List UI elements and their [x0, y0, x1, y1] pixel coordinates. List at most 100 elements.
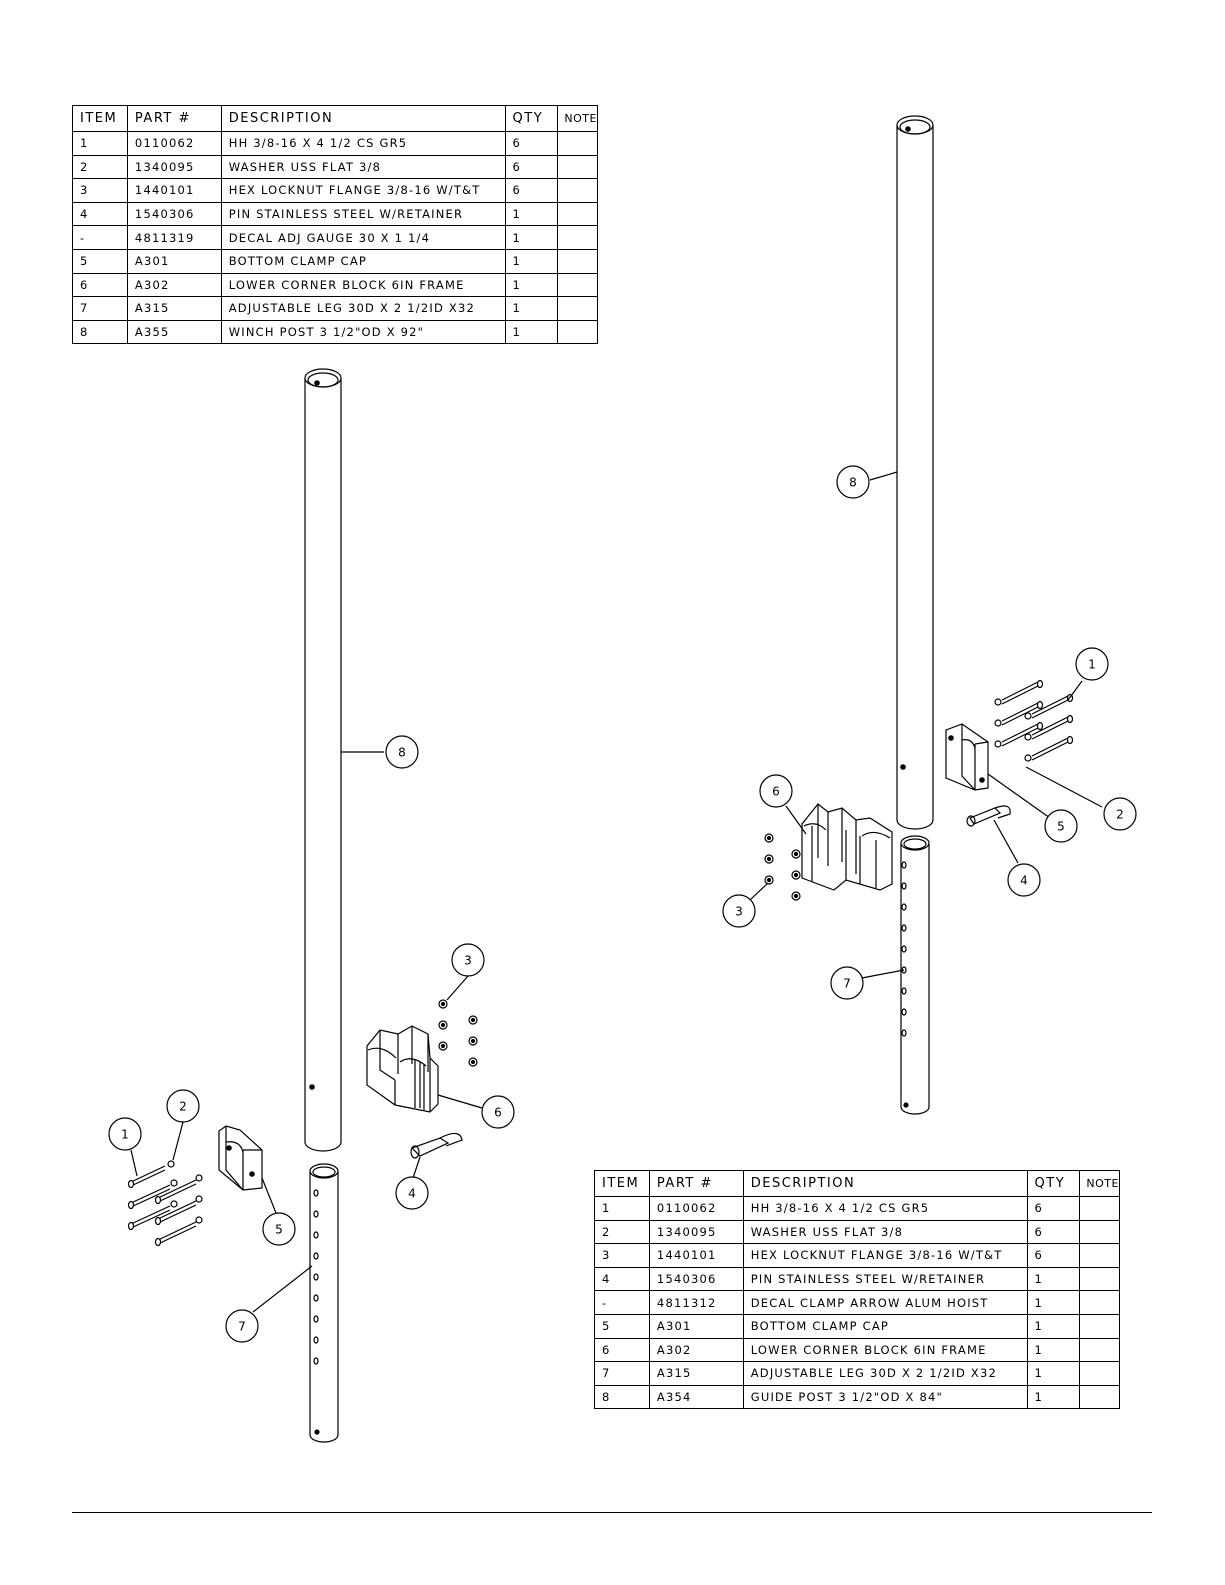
callout-number: 8	[398, 746, 406, 760]
cell-part: A301	[126, 248, 222, 274]
cell-note	[557, 272, 598, 298]
cell-item: 3	[594, 1243, 650, 1268]
cell-item: 1	[72, 131, 128, 156]
winch-post	[304, 368, 342, 1152]
callout-number: 6	[772, 785, 780, 799]
cell-description: PIN STAINLESS STEEL W/RETAINER	[742, 1266, 1028, 1292]
cell-qty: 1	[1026, 1313, 1081, 1339]
cell-description: BOTTOM CLAMP CAP	[220, 248, 506, 274]
cell-note	[1079, 1243, 1120, 1268]
guide-post	[896, 115, 934, 830]
cell-note	[1079, 1266, 1120, 1292]
cell-note	[557, 178, 598, 203]
cell-item: 8	[72, 319, 128, 345]
callout-balloon: 6	[759, 774, 793, 808]
cell-part: 1340095	[648, 1219, 744, 1245]
callout-balloon: 4	[395, 1176, 429, 1210]
cell-note	[557, 296, 598, 321]
cell-part: A302	[126, 272, 222, 298]
cell-item: 6	[72, 272, 128, 298]
callout-number: 5	[275, 1223, 283, 1237]
callout-balloon: 3	[451, 943, 485, 977]
lower-corner-block	[366, 1025, 439, 1113]
cell-note	[557, 319, 598, 345]
callout-number: 1	[121, 1128, 129, 1142]
cell-note	[1079, 1361, 1120, 1386]
cell-note	[1079, 1290, 1120, 1315]
cell-item: -	[72, 225, 128, 250]
bolts-and-washers	[127, 1160, 203, 1247]
callout-balloons-left: 8 3 6 2 1 5 4 7	[108, 735, 515, 1343]
cell-item: 4	[594, 1266, 650, 1292]
cell-item: 7	[594, 1361, 650, 1386]
callout-balloon: 7	[830, 966, 864, 1000]
header-description: DESCRIPTION	[220, 105, 506, 132]
callout-number: 6	[494, 1106, 502, 1120]
header-qty: QTY	[504, 105, 559, 132]
locknuts	[438, 999, 478, 1067]
cell-part: A315	[648, 1361, 744, 1386]
header-description: DESCRIPTION	[742, 1170, 1028, 1197]
callout-balloon: 6	[481, 1095, 515, 1129]
cell-qty: 6	[1026, 1243, 1081, 1268]
cell-note	[1079, 1313, 1120, 1339]
cell-note	[557, 248, 598, 274]
cell-qty: 6	[504, 178, 559, 203]
callout-balloon: 3	[722, 894, 756, 928]
cell-qty: 1	[1026, 1361, 1081, 1386]
cell-description: WASHER USS FLAT 3/8	[742, 1219, 1028, 1245]
leader-lines-right	[749, 471, 1103, 979]
cell-item: 5	[594, 1313, 650, 1339]
bom-header-row: ITEM PART # DESCRIPTION QTY NOTE	[594, 1170, 1120, 1197]
pin	[966, 805, 1011, 827]
callout-balloon: 8	[385, 735, 419, 769]
lower-corner-block	[801, 803, 893, 891]
cell-description: GUIDE POST 3 1/2"OD X 84"	[742, 1384, 1028, 1410]
cell-qty: 1	[504, 201, 559, 227]
cell-note	[1079, 1384, 1120, 1410]
cell-description: ADJUSTABLE LEG 30D X 2 1/2ID X32	[220, 296, 506, 321]
cell-description: DECAL CLAMP ARROW ALUM HOIST	[742, 1290, 1028, 1315]
cell-description: WINCH POST 3 1/2"OD X 92"	[220, 319, 506, 345]
header-note: NOTE	[557, 105, 598, 132]
cell-item: 8	[594, 1384, 650, 1410]
cell-description: HEX LOCKNUT FLANGE 3/8-16 W/T&T	[220, 178, 506, 203]
callout-number: 3	[735, 905, 743, 919]
bom-header-row: ITEM PART # DESCRIPTION QTY NOTE	[72, 105, 598, 132]
callout-number: 8	[849, 476, 857, 490]
cell-description: HH 3/8-16 X 4 1/2 CS GR5	[742, 1196, 1028, 1221]
callout-number: 4	[1020, 874, 1028, 888]
cell-qty: 1	[504, 319, 559, 345]
cell-part: A301	[648, 1313, 744, 1339]
cell-description: BOTTOM CLAMP CAP	[742, 1313, 1028, 1339]
cell-part: 1540306	[648, 1266, 744, 1292]
callout-balloon: 5	[262, 1212, 296, 1246]
cell-description: ADJUSTABLE LEG 30D X 2 1/2ID X32	[742, 1361, 1028, 1386]
cell-item: 2	[594, 1219, 650, 1245]
callout-number: 5	[1057, 820, 1065, 834]
header-qty: QTY	[1026, 1170, 1081, 1197]
callout-number: 3	[464, 954, 472, 968]
cell-qty: 1	[504, 248, 559, 274]
callout-balloon: 7	[225, 1309, 259, 1343]
cell-qty: 1	[504, 225, 559, 250]
callout-balloon: 2	[166, 1089, 200, 1123]
cell-qty: 1	[504, 272, 559, 298]
cell-part: 1440101	[648, 1243, 744, 1268]
adjustable-leg	[900, 835, 930, 1115]
header-part: PART #	[648, 1170, 744, 1197]
